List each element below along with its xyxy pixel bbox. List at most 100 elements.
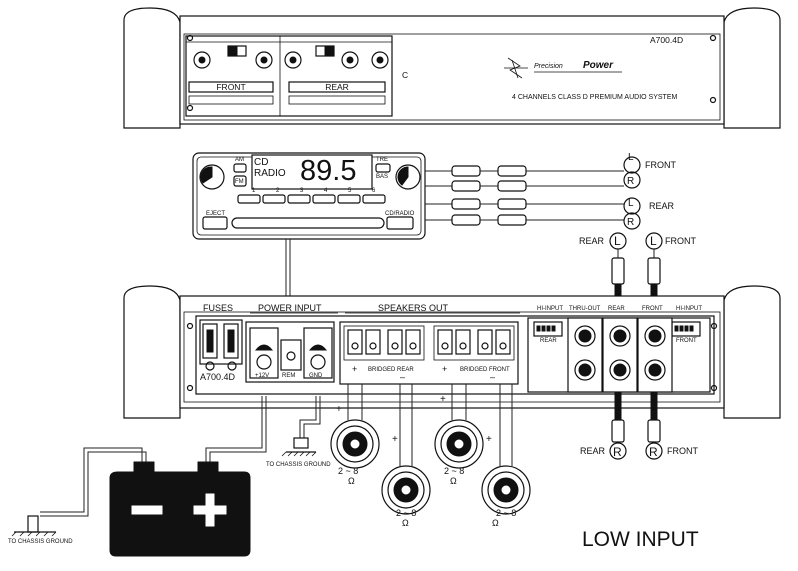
power-12v-label: +12V <box>255 373 269 379</box>
head-unit-am-label: AM <box>235 157 244 163</box>
speakers-out-plus-2: + <box>442 364 447 374</box>
rca-front-r: R <box>627 176 634 187</box>
speaker-front-right: + 2 ~ 8 Ω <box>481 434 531 528</box>
rca-cables-head: L R L R FRONT REAR <box>425 152 676 230</box>
head-unit-bas-label: BAS <box>376 174 388 180</box>
head-unit-fm-label: FM <box>235 179 244 185</box>
rca-rear-l: L <box>628 198 634 209</box>
head-unit-cdradio-button <box>386 216 414 230</box>
bottom-amp-right-cap <box>723 285 781 419</box>
car-battery <box>109 461 251 557</box>
speaker-1-ohm: Ω <box>348 476 355 486</box>
power-wiring <box>40 396 321 517</box>
brand-prefix: Precision <box>534 63 563 70</box>
speakers-out-minus-1: – <box>400 372 405 382</box>
power-gnd-label: GND <box>309 373 323 379</box>
fuse-block <box>199 319 243 371</box>
speaker-4-plus: + <box>486 434 492 445</box>
top-amp-subtitle: 4 CHANNELS CLASS D PREMIUM AUDIO SYSTEM <box>512 94 677 101</box>
rca-in-front-label: FRONT <box>665 236 696 246</box>
top-amp-left-cap <box>123 7 181 129</box>
top-amp-rear-label: REAR <box>325 82 349 92</box>
bottom-amp-model: A700.4D <box>200 372 236 382</box>
speaker-3-plus: + <box>440 394 446 405</box>
head-unit-frequency: 89.5 <box>300 155 356 187</box>
brand-suffix: Power <box>583 60 614 71</box>
battery-minus-icon <box>131 505 163 515</box>
preset-number-5: 5 <box>348 188 352 194</box>
speaker-rear-right: + 2 ~ 8 Ω <box>381 434 431 528</box>
speaker-2-ohm: Ω <box>402 518 409 528</box>
bridged-front-label: BRIDGED FRONT <box>460 367 510 373</box>
head-unit-left-knob <box>199 164 225 190</box>
head-unit-preset-buttons <box>237 194 386 204</box>
head-unit-display <box>251 154 373 190</box>
rca-in-l-rear: L <box>614 234 621 248</box>
speakers-out-minus-2: – <box>490 372 495 382</box>
speakers-out-block: BRIDGED REAR BRIDGED FRONT + – + – <box>339 321 519 385</box>
rca-front-l: L <box>628 152 634 163</box>
power-rem-label: REM <box>282 373 295 379</box>
rca-in-l-front: L <box>650 234 657 248</box>
speaker-4-ohm: Ω <box>492 518 499 528</box>
input-front-label: FRONT <box>642 306 663 312</box>
rca-rear-r: R <box>627 217 634 228</box>
speakers-out-plus-1: + <box>352 364 357 374</box>
head-unit-eject-button <box>202 216 228 230</box>
rca-head-front-label: FRONT <box>645 160 676 170</box>
speaker-1-impedance: 2 ~ 8 <box>338 466 358 476</box>
chassis-ground-battery-label: TO CHASSIS GROUND <box>8 539 73 545</box>
preset-number-6: 6 <box>372 188 376 194</box>
head-unit-am-button <box>233 163 247 173</box>
speaker-wires <box>347 384 513 466</box>
top-amp-front-label: FRONT <box>216 82 245 92</box>
speaker-1-plus: + <box>336 404 342 415</box>
chassis-ground-battery: TO CHASSIS GROUND <box>8 515 73 545</box>
speakers-out-label: SPEAKERS OUT <box>378 303 449 313</box>
speaker-3-ohm: Ω <box>450 476 457 486</box>
top-amplifier: FRONT REAR C Precision Power A700.4D 4 C… <box>123 7 781 129</box>
head-unit-tre-button <box>375 163 391 173</box>
chassis-ground-amp-label: TO CHASSIS GROUND <box>266 462 331 468</box>
hi-input-front-label: HI-INPUT <box>676 306 702 312</box>
rca-out-r-rear: R <box>613 445 622 459</box>
head-unit-fm-button <box>233 175 247 187</box>
power-input-label: POWER INPUT <box>258 303 322 313</box>
speaker-2-plus: + <box>392 434 398 445</box>
head-unit: AM FM CD RADIO 89.5 TRE BAS 1 2 3 4 5 6 <box>192 152 426 240</box>
head-unit-tre-label: TRE <box>376 157 388 163</box>
top-amp-knobs <box>193 51 389 69</box>
input-section: HI-INPUT THRU-OUT REAR FRONT HI-INPUT RE… <box>527 306 711 393</box>
top-amp-rear-bar <box>288 81 386 93</box>
power-input-block: +12V REM GND <box>245 321 335 383</box>
preset-number-4: 4 <box>324 188 328 194</box>
bottom-amp-left-cap <box>123 285 181 419</box>
head-unit-eject-label: EJECT <box>206 211 225 217</box>
preset-number-3: 3 <box>300 188 304 194</box>
speaker-3-impedance: 2 ~ 8 <box>444 466 464 476</box>
bridged-rear-label: BRIDGED REAR <box>368 367 414 373</box>
rca-plug-set <box>451 165 527 226</box>
head-unit-mode-radio: RADIO <box>254 168 286 179</box>
rca-in-rear-label: REAR <box>579 236 605 246</box>
hi-rear-sub-label: REAR <box>540 338 557 344</box>
speaker-front-left: + 2 ~ 8 Ω <box>434 394 484 486</box>
head-unit-cd-slot <box>231 217 385 229</box>
rca-output-bottom: R R REAR FRONT <box>580 391 698 460</box>
brand-logo: Precision Power <box>504 57 622 79</box>
speaker-2-impedance: 2 ~ 8 <box>396 508 416 518</box>
preset-number-1: 1 <box>252 188 256 194</box>
top-amp-model: A700.4D <box>650 35 683 45</box>
thru-out-label: THRU-OUT <box>569 306 601 312</box>
hi-front-sub-label: FRONT <box>676 338 697 344</box>
rca-head-rear-label: REAR <box>649 201 675 211</box>
head-unit-right-knob <box>395 164 421 190</box>
preset-number-2: 2 <box>276 188 280 194</box>
speaker-rear-left: + 2 ~ 8 Ω <box>330 404 380 486</box>
fuses-label: FUSES <box>203 303 233 313</box>
head-unit-cdradio-label: CD/RADIO <box>385 211 415 217</box>
speaker-4-impedance: 2 ~ 8 <box>496 508 516 518</box>
top-amp-face <box>183 33 721 121</box>
